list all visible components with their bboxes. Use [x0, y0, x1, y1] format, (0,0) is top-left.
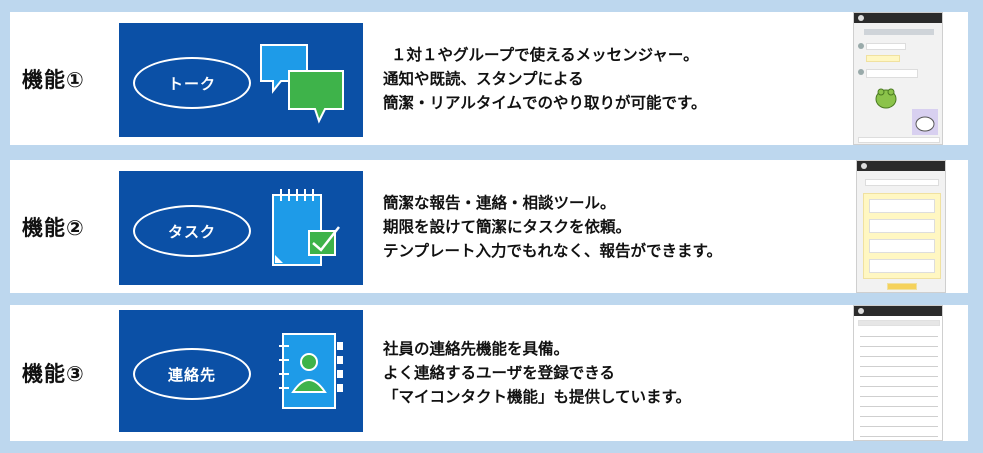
talk-screen-thumbnail — [853, 12, 943, 145]
contact-row — [860, 426, 938, 427]
contact-row — [860, 366, 938, 367]
feature-label: 機能③ — [22, 362, 85, 386]
contact-row — [860, 416, 938, 417]
description-line: よく連絡するユーザを登録できる — [383, 364, 615, 382]
task-screen-thumbnail — [856, 160, 946, 293]
submit-button — [887, 283, 917, 290]
description-line: 社員の連絡先機能を具備。 — [383, 340, 570, 358]
avatar-icon — [858, 69, 864, 75]
description-line: １対１やグループで使えるメッセンジャー。 — [391, 45, 699, 64]
template-select — [865, 179, 939, 186]
feature-banner-task: タスク — [119, 171, 363, 285]
message-input-bar — [858, 137, 940, 143]
contact-row — [860, 406, 938, 407]
form-field — [869, 199, 935, 213]
thumbnail-topbar — [857, 161, 945, 171]
feature-label: 機能② — [22, 215, 85, 240]
stamp-frog-icon — [875, 88, 897, 109]
feature-badge: タスク — [133, 205, 251, 257]
description-line: 期限を設けて簡潔にタスクを依頼。 — [383, 217, 632, 236]
description-line: 通知や既読、スタンプによる — [383, 69, 584, 88]
app-logo-icon — [861, 163, 867, 169]
thumbnail-header — [864, 29, 934, 35]
feature-badge: トーク — [133, 57, 251, 109]
contact-row — [860, 436, 938, 437]
notepad-check-icon — [272, 189, 340, 266]
thumbnail-topbar — [854, 306, 942, 316]
message-bubble — [866, 43, 906, 50]
contact-row — [860, 396, 938, 397]
feature-description: 簡潔な報告・連絡・相談ツール。 期限を設けて簡潔にタスクを依頼。 テンプレート入… — [383, 191, 722, 263]
contacts-screen-thumbnail — [853, 305, 943, 441]
contact-row — [860, 386, 938, 387]
contact-row — [860, 346, 938, 347]
message-bubble — [866, 55, 900, 62]
feature-row-talk: 機能① トーク １対１やグループで使えるメッセンジャー。 通知や既読、スタンプに… — [10, 12, 968, 145]
contacts-tabs — [858, 320, 940, 326]
chat-bubbles-icon — [260, 44, 344, 124]
feature-label: 機能① — [22, 67, 85, 92]
description-line: 簡潔な報告・連絡・相談ツール。 — [383, 193, 616, 212]
avatar-icon — [858, 43, 864, 49]
form-field — [869, 259, 935, 273]
form-field — [869, 239, 935, 253]
app-logo-icon — [858, 15, 864, 21]
feature-row-task: 機能② タスク 簡潔な報告・連絡・相談ツール。 期限を設けて簡潔にタスクを依頼。… — [10, 160, 968, 293]
address-book-icon — [279, 333, 343, 409]
contact-row — [860, 356, 938, 357]
feature-description: １対１やグループで使えるメッセンジャー。 通知や既読、スタンプによる 簡潔・リア… — [383, 43, 707, 115]
feature-banner-talk: トーク — [119, 23, 363, 137]
feature-badge: 連絡先 — [133, 348, 251, 400]
form-field — [869, 219, 935, 233]
description-line: テンプレート入力でもれなく、報告ができます。 — [383, 241, 722, 260]
message-bubble — [866, 69, 918, 78]
feature-row-contacts: 機能③ 連絡先 社員の連絡先機能を具備。 よく連絡するユーザを登録できる 「マイ… — [10, 305, 968, 441]
contact-row — [860, 336, 938, 337]
contact-row — [860, 376, 938, 377]
stamp-cat-icon — [912, 109, 938, 135]
thumbnail-topbar — [854, 13, 942, 23]
feature-description: 社員の連絡先機能を具備。 よく連絡するユーザを登録できる 「マイコンタクト機能」… — [383, 337, 691, 409]
feature-banner-contacts: 連絡先 — [119, 310, 363, 432]
description-line: 「マイコンタクト機能」も提供しています。 — [383, 388, 691, 406]
app-logo-icon — [858, 308, 864, 314]
description-line: 簡潔・リアルタイムでのやり取りが可能です。 — [383, 93, 707, 112]
